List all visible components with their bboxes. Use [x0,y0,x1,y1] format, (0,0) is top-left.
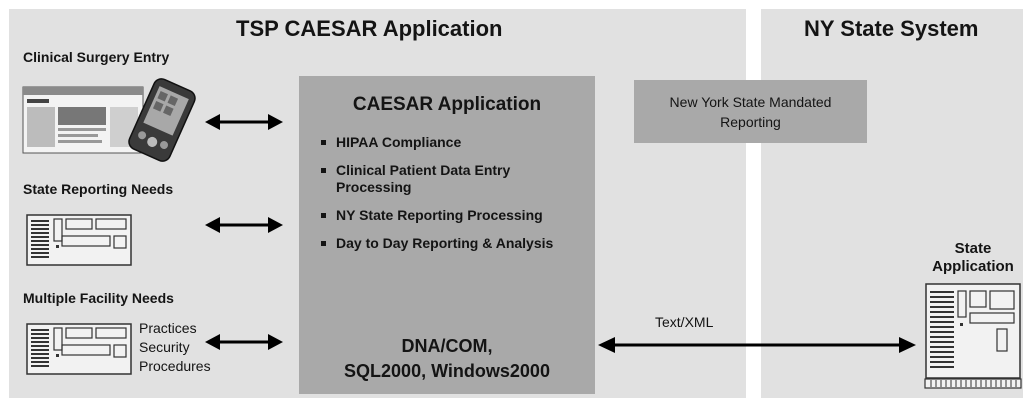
facility-notes: Practices Security Procedures [139,319,211,376]
feature-item: Day to Day Reporting & Analysis [321,235,581,252]
text-xml-link-arrow [598,337,916,353]
state-reporting-link-arrow [205,217,283,233]
caesar-application-box: CAESAR Application HIPAA Compliance Clin… [299,76,595,394]
caesar-title: CAESAR Application [352,94,542,115]
facility-link-arrow [205,334,283,350]
note-procedures: Procedures [139,358,211,374]
feature-item: NY State Reporting Processing [321,207,581,224]
note-security: Security [139,339,190,355]
handheld-pda-icon [22,78,196,162]
note-practices: Practices [139,320,197,336]
feature-item: HIPAA Compliance [321,134,581,151]
ny-mandated-reporting-text: New York State Mandated Reporting [669,93,832,130]
technology-stack: DNA/COM, SQL2000, Windows2000 [299,334,595,384]
tsp-caesar-title: TSP CAESAR Application [236,16,503,41]
tech-line: SQL2000, Windows2000 [344,361,550,381]
state-application-label: State Application [932,240,1014,275]
clinical-link-arrow [205,114,283,130]
feature-item: Clinical Patient Data Entry Processing [321,162,581,196]
ny-state-title: NY State System [804,16,979,41]
text-xml-label: Text/XML [655,314,714,330]
server-rack-icon [26,214,132,266]
multiple-facility-label: Multiple Facility Needs [23,290,174,306]
clinical-surgery-label: Clinical Surgery Entry [23,49,170,65]
server-tower-icon [924,283,1022,389]
ny-mandated-reporting-box: New York State Mandated Reporting [634,80,867,143]
state-reporting-label: State Reporting Needs [23,181,174,197]
tech-line: DNA/COM, [401,336,493,356]
server-rack-icon [26,323,132,375]
feature-list: HIPAA Compliance Clinical Patient Data E… [321,134,581,263]
